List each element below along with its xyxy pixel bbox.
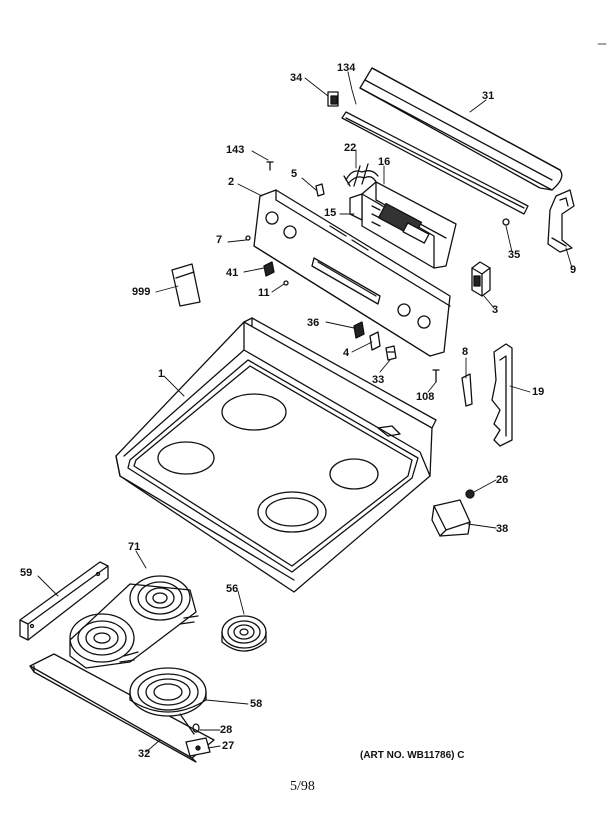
- part-9-end-bracket: [547, 189, 575, 253]
- part-3-switch: [471, 261, 491, 297]
- knob-and-brackets: [353, 321, 397, 361]
- callout-38: 38: [496, 523, 509, 535]
- callout-999: 999: [132, 286, 151, 298]
- part-59-side-rail: [19, 561, 109, 641]
- callout-15: 15: [324, 207, 337, 219]
- callout-9: 9: [570, 264, 577, 276]
- callout-33: 33: [372, 374, 385, 386]
- leader-lines: [37, 71, 573, 753]
- part-19-side-bracket: [461, 343, 513, 447]
- part-71-element-assembly: [69, 575, 199, 669]
- part-999-literature-packet: [171, 263, 201, 307]
- callout-71: 71: [128, 541, 141, 553]
- callout-58: 58: [250, 698, 263, 710]
- part-22-wiring-harness: [343, 163, 379, 187]
- part-27-bracket-and-28-screw: [185, 723, 211, 757]
- part-2-control-panel: [253, 189, 451, 357]
- callout-19: 19: [532, 386, 545, 398]
- callout-4: 4: [343, 347, 350, 359]
- callout-35: 35: [508, 249, 521, 261]
- callout-28: 28: [220, 724, 233, 736]
- callout-59: 59: [20, 567, 33, 579]
- callout-108: 108: [416, 391, 435, 403]
- callout-16: 16: [378, 156, 391, 168]
- part-108-screw: [432, 369, 440, 383]
- callout-56: 56: [226, 583, 239, 595]
- callout-32: 32: [138, 748, 151, 760]
- part-16-electronic-control: [349, 181, 457, 269]
- callout-27: 27: [222, 740, 235, 752]
- part-34-clip: [327, 91, 339, 107]
- part-31-backguard-trim: [359, 67, 563, 191]
- callout-41: 41: [226, 267, 239, 279]
- page-code: 5/98: [290, 779, 315, 794]
- callout-1: 1: [158, 368, 165, 380]
- callout-2: 2: [228, 176, 235, 188]
- callout-34: 34: [290, 72, 303, 84]
- callout-5: 5: [291, 168, 298, 180]
- part-1-cooktop-main-top: [115, 317, 437, 593]
- art-number: (ART NO. WB11786) C: [360, 750, 465, 761]
- callout-143: 143: [226, 144, 245, 156]
- callout-134: 134: [337, 62, 356, 74]
- small-fasteners: [245, 161, 325, 286]
- part-38-clip-and-26-screw: [431, 489, 475, 537]
- part-35-end-screw: [502, 218, 510, 226]
- callout-26: 26: [496, 474, 509, 486]
- part-134-trim-strip: [341, 111, 529, 215]
- callout-31: 31: [482, 90, 495, 102]
- callout-36: 36: [307, 317, 320, 329]
- part-56-small-element: [221, 615, 267, 652]
- callout-8: 8: [462, 346, 469, 358]
- part-32-front-rail: [29, 653, 215, 763]
- callout-7: 7: [216, 234, 223, 246]
- part-58-large-element: [129, 667, 207, 735]
- callout-3: 3: [492, 304, 499, 316]
- callout-11: 11: [258, 287, 270, 299]
- callout-22: 22: [344, 142, 357, 154]
